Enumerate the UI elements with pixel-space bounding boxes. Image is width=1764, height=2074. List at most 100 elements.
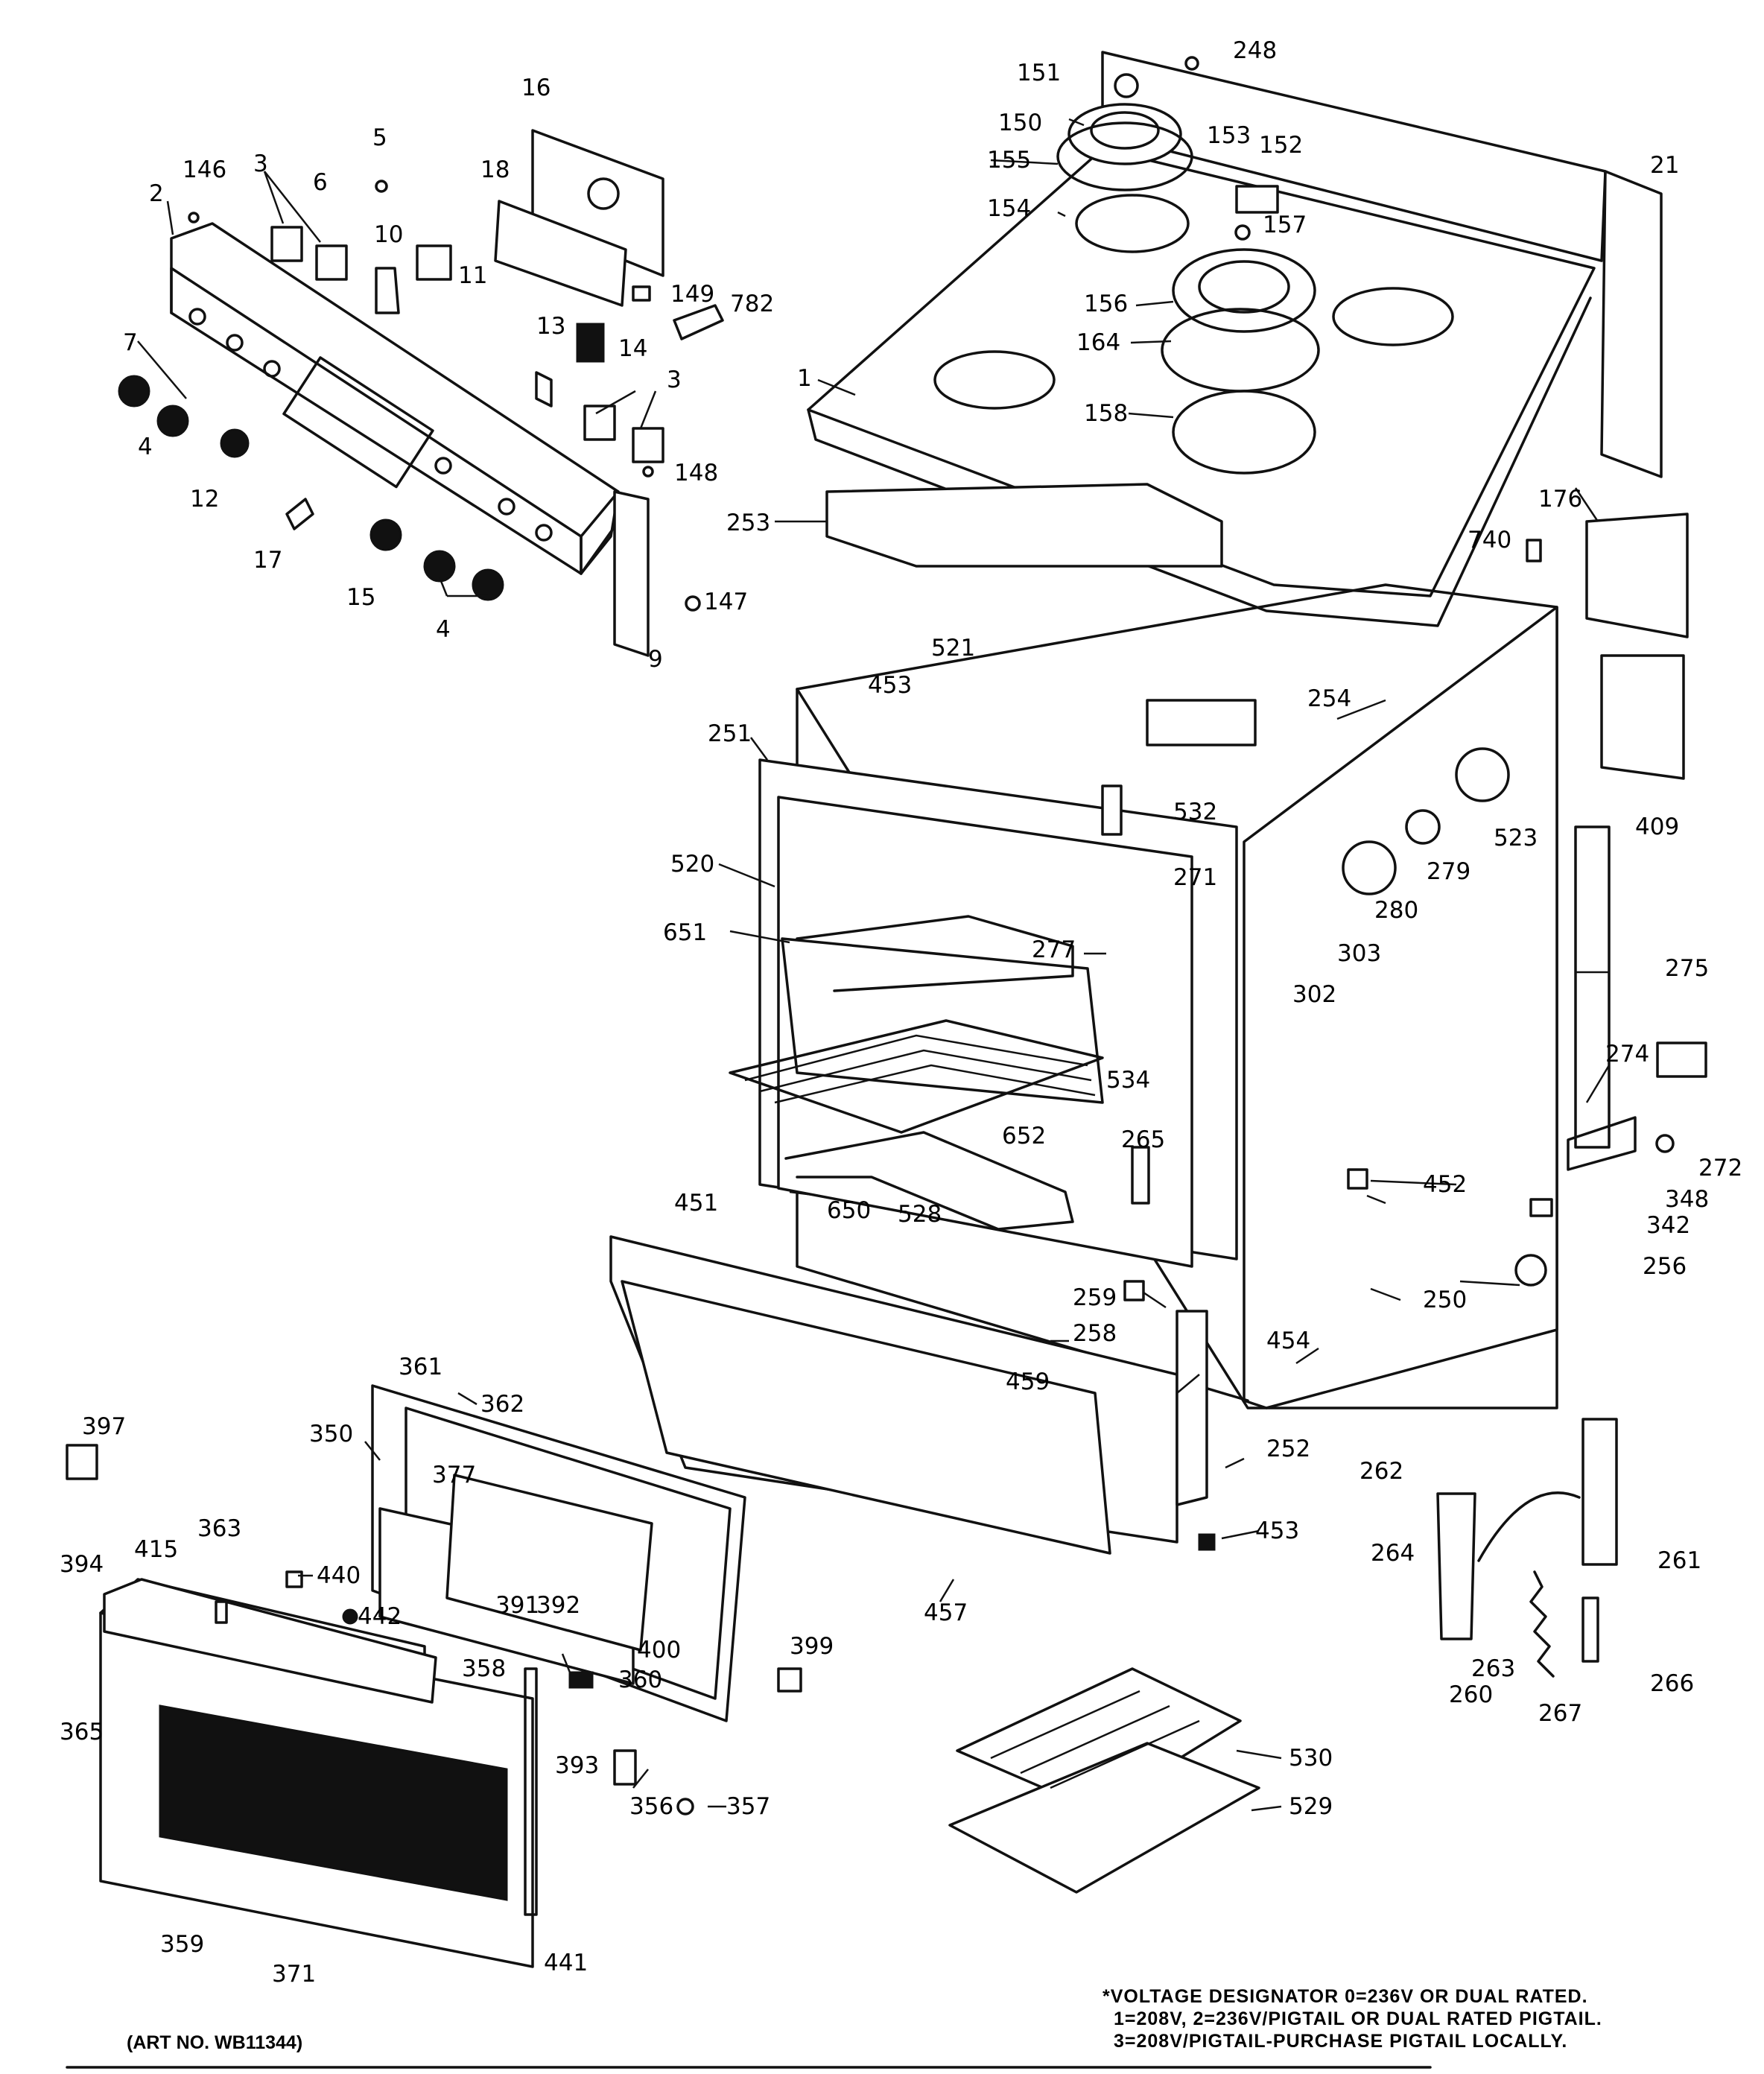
callout-363: 363 [197,1515,241,1542]
callout-279: 279 [1427,858,1470,885]
callout-150: 150 [998,110,1042,136]
callout-277: 277 [1032,936,1076,963]
callout-9: 9 [648,646,663,673]
callout-650: 650 [827,1197,871,1224]
callout-146: 146 [183,156,226,183]
callout-6: 6 [313,169,328,196]
callout-158: 158 [1084,400,1128,427]
callout-266: 266 [1650,1670,1694,1697]
callout-13: 13 [536,313,565,340]
callout-176: 176 [1538,486,1582,513]
callout-459: 459 [1006,1369,1050,1395]
callout-18: 18 [480,156,510,183]
callout-265: 265 [1121,1126,1165,1153]
callout-350: 350 [309,1421,353,1447]
callout-10: 10 [374,221,403,248]
callout-15: 15 [346,584,375,611]
callout-303: 303 [1337,940,1381,967]
callout-252: 252 [1266,1436,1310,1462]
callout-391: 391 [495,1592,539,1619]
callout-400: 400 [637,1637,681,1664]
footnote-line-3: 3=208V/PIGTAIL-PURCHASE PIGTAIL LOCALLY. [1114,2031,1567,2052]
callout-153: 153 [1207,122,1251,149]
callout-457: 457 [924,1599,968,1626]
callout-258: 258 [1073,1320,1117,1347]
callout-782: 782 [730,291,774,317]
callout-7: 7 [123,329,138,356]
control-panel-assembly [118,129,724,657]
callout-4: 4 [138,434,153,460]
callout-534: 534 [1106,1067,1150,1094]
callout-264: 264 [1371,1540,1415,1567]
callout-261: 261 [1657,1547,1701,1574]
callout-377: 377 [432,1462,476,1488]
callout-652: 652 [1002,1123,1046,1149]
callout-528: 528 [898,1201,942,1228]
callout-415: 415 [134,1536,178,1563]
voltage-footnote: *VOLTAGE DESIGNATOR 0=236V OR DUAL RATED… [1102,1986,1602,2052]
callout-392: 392 [536,1592,580,1619]
callout-152: 152 [1259,132,1303,159]
callout-21: 21 [1650,152,1679,179]
callout-248: 248 [1233,37,1277,64]
callout-454: 454 [1266,1328,1310,1354]
callout-440: 440 [317,1562,361,1589]
callout-2: 2 [149,180,164,207]
callout-365: 365 [60,1719,104,1745]
leader-lines [137,118,1611,1812]
callout-452: 452 [1423,1171,1467,1198]
callout-342: 342 [1646,1212,1690,1239]
callout-399: 399 [790,1633,834,1660]
callout-394: 394 [60,1551,104,1578]
callout-356: 356 [629,1793,673,1820]
callout-11: 11 [458,262,487,289]
callout-147: 147 [704,589,748,615]
callout-451: 451 [674,1190,718,1217]
callout-148: 148 [674,460,718,486]
callout-12: 12 [190,486,219,513]
callout-441: 441 [544,1950,588,1976]
callout-275: 275 [1665,955,1709,982]
callout-250: 250 [1423,1287,1467,1313]
footnote-line-1: *VOLTAGE DESIGNATOR 0=236V OR DUAL RATED… [1102,1986,1588,2007]
callout-151: 151 [1017,60,1061,86]
callout-397: 397 [82,1413,126,1440]
callout-262: 262 [1360,1458,1403,1485]
callout-529: 529 [1289,1793,1333,1820]
callout-3: 3 [253,150,268,177]
callout-156: 156 [1084,291,1128,317]
callout-523: 523 [1494,825,1538,852]
footnote-line-2: 1=208V, 2=236V/PIGTAIL OR DUAL RATED PIG… [1114,2008,1602,2029]
callout-302: 302 [1292,981,1336,1008]
callout-14: 14 [618,335,647,362]
callout-393: 393 [555,1752,599,1779]
callout-348: 348 [1665,1186,1709,1213]
art-number: (ART NO. WB11344) [127,2032,302,2053]
oven-body [729,583,1707,1409]
callout-740: 740 [1468,527,1511,554]
callout-530: 530 [1289,1745,1333,1772]
callout-263: 263 [1471,1655,1515,1682]
cooktop-assembly [807,51,1689,780]
door-and-drawer-assembly [66,1235,1618,1968]
callout-155: 155 [987,147,1031,174]
callout-532: 532 [1173,799,1217,825]
callout-361: 361 [399,1354,442,1380]
callout-453: 453 [868,672,912,699]
callout-157: 157 [1263,212,1307,238]
callout-409: 409 [1635,814,1679,840]
callout-260: 260 [1449,1681,1493,1708]
callout-254: 254 [1307,685,1351,712]
callout-272: 272 [1698,1155,1742,1182]
callout-359: 359 [160,1931,204,1958]
callout-253: 253 [726,510,770,536]
callout-17: 17 [253,547,282,574]
callout-256: 256 [1643,1253,1687,1280]
callout-3: 3 [667,367,682,393]
callout-259: 259 [1073,1284,1117,1311]
callout-651: 651 [663,919,707,946]
callout-274: 274 [1605,1041,1649,1068]
callout-labels: 1 2 3 3 4 4 5 6 7 9 10 11 12 13 14 15 16… [60,37,1742,1988]
callout-4: 4 [436,616,451,643]
